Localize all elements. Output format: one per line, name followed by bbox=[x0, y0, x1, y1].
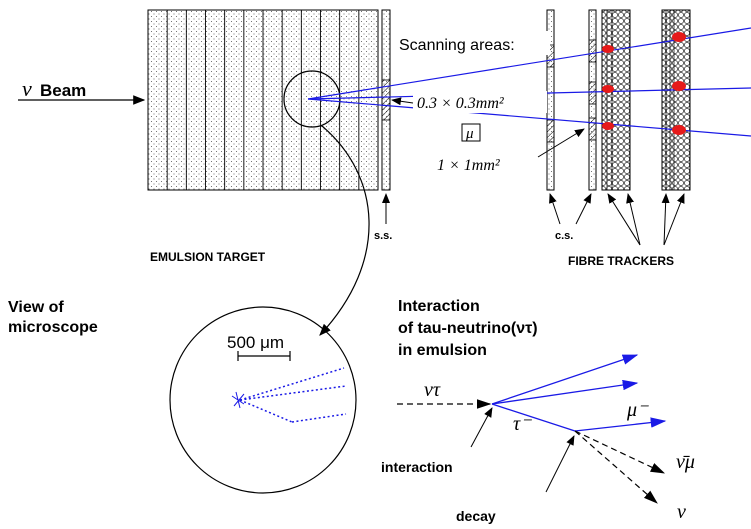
cs-label: c.s. bbox=[555, 230, 573, 242]
interaction-label: interaction bbox=[381, 459, 453, 475]
interaction-title-1: Interaction bbox=[398, 298, 480, 315]
changeable-sheets bbox=[546, 9, 597, 191]
tau-diagram bbox=[397, 354, 667, 504]
tau-minus-label: τ⁻ bbox=[513, 413, 532, 435]
mu-minus-label: μ⁻ bbox=[626, 399, 649, 421]
scale-bar-label: 500 μm bbox=[227, 333, 284, 352]
svg-text:ν: ν bbox=[22, 76, 32, 101]
microscope-tracks bbox=[231, 367, 347, 423]
beam-label: ν Beam bbox=[18, 76, 146, 105]
ss-label: s.s. bbox=[374, 230, 392, 242]
area-small-label: 0.3 × 0.3mm² bbox=[417, 95, 505, 112]
area-small-pointer bbox=[391, 97, 414, 106]
fibre-tracker-arrows bbox=[607, 193, 685, 246]
scanning-areas-label: Scanning areas: bbox=[399, 37, 515, 54]
nu-label: ν bbox=[677, 501, 686, 523]
interaction-title-2: of tau-neutrino(ντ) bbox=[398, 320, 538, 337]
vertex-circle bbox=[283, 70, 341, 128]
microscope-view bbox=[169, 306, 357, 494]
mu-box bbox=[461, 123, 481, 142]
muon-track bbox=[574, 417, 667, 432]
decay-label: decay bbox=[456, 508, 496, 524]
nu-track bbox=[574, 430, 658, 504]
view-label-1: View of bbox=[8, 299, 64, 316]
svg-text:Beam: Beam bbox=[40, 81, 86, 100]
cs-arrow-2 bbox=[575, 193, 592, 225]
area-small-bg bbox=[413, 91, 547, 113]
tau-track bbox=[491, 403, 576, 432]
scanning-label-bg bbox=[396, 31, 550, 55]
cs-arrow-1 bbox=[549, 193, 561, 225]
special-sheet bbox=[381, 9, 391, 191]
decay-pointer bbox=[545, 435, 575, 493]
emulsion-target bbox=[147, 9, 379, 191]
area-large-label: 1 × 1mm² bbox=[437, 157, 501, 174]
hadron-track-2 bbox=[491, 379, 639, 405]
scale-bar bbox=[237, 351, 291, 361]
fibre-tracker-1 bbox=[601, 9, 631, 191]
interaction-title-3: in emulsion bbox=[398, 342, 487, 359]
hadron-track-1 bbox=[491, 354, 639, 405]
fibre-trackers-label: FIBRE TRACKERS bbox=[568, 254, 674, 268]
view-label-2: microscope bbox=[8, 319, 98, 336]
interaction-pointer bbox=[470, 407, 493, 448]
zoom-pointer bbox=[319, 125, 370, 336]
nu-mu-bar-label: ν̄μ bbox=[676, 451, 695, 473]
nu-mu-bar-track bbox=[574, 430, 666, 474]
svg-text:μ: μ bbox=[465, 126, 474, 142]
nu-tau-label: ντ bbox=[424, 379, 441, 401]
emulsion-target-label: EMULSION TARGET bbox=[150, 250, 266, 264]
tracker-hits bbox=[602, 32, 686, 135]
area-large-pointer bbox=[537, 128, 585, 158]
